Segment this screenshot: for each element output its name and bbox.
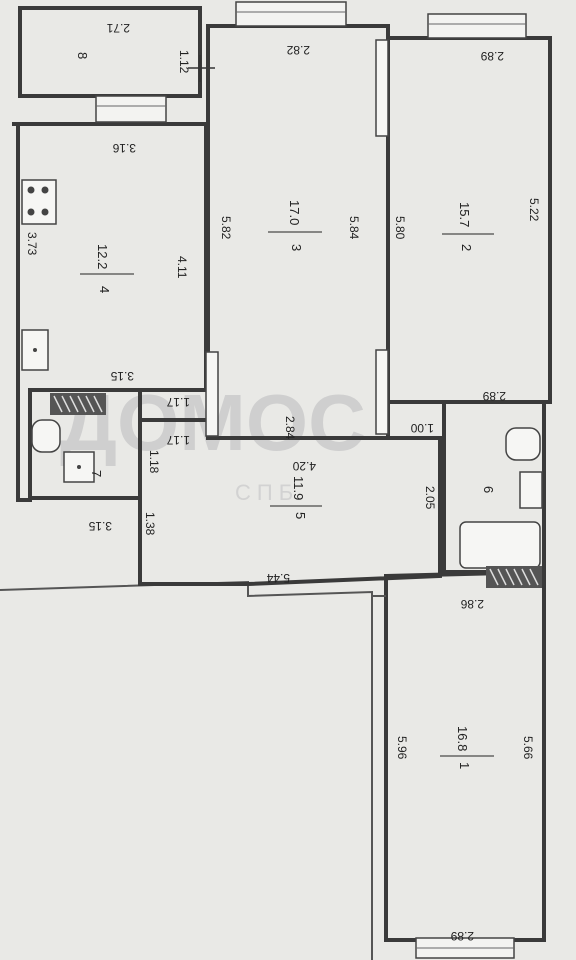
- dim-label: 2.82: [286, 43, 310, 57]
- window-room-8: [95, 95, 167, 123]
- room-4-number: 4: [97, 286, 112, 293]
- dim-label: 1.17: [166, 433, 190, 447]
- dim-label: 2.89: [480, 49, 504, 63]
- toilet-icon: [31, 419, 61, 453]
- dim-label: 2.05: [423, 486, 437, 510]
- dim-label: 5.82: [219, 216, 233, 240]
- dim-label: 2.89: [450, 929, 474, 943]
- dim-label: 1.17: [166, 395, 190, 409]
- dim-label: 5.44: [266, 571, 290, 585]
- dim-label: 3.15: [110, 369, 134, 383]
- dim-label: 1.38: [143, 512, 157, 536]
- dim-label: 4.20: [292, 459, 316, 473]
- dim-label: 3.73: [25, 232, 39, 256]
- dim-label: 1.00: [410, 421, 434, 435]
- door-jamb-room-3: [205, 351, 219, 437]
- room-7-number: 7: [89, 470, 104, 477]
- room-8-number: 8: [75, 52, 90, 59]
- bathtub-icon: [459, 521, 541, 569]
- door-jamb-room-2: [375, 39, 389, 137]
- room-3-area: 17.0: [287, 200, 302, 225]
- door-jamb-room-2-lower: [375, 349, 389, 435]
- dim-label: 1.18: [147, 450, 161, 474]
- room-3-number: 3: [289, 244, 304, 251]
- dim-label: 5.22: [527, 198, 541, 222]
- dim-label: 5.80: [393, 216, 407, 240]
- neighbour-outline: [0, 580, 373, 960]
- bath-sink-icon: [519, 471, 543, 509]
- dim-label: 5.66: [521, 736, 535, 760]
- dim-label: 3.16: [112, 141, 136, 155]
- dim-label: 2.84: [283, 416, 297, 440]
- room-1-number: 1: [457, 762, 472, 769]
- room-2-number: 2: [459, 244, 474, 251]
- room-4-area: 12.2: [95, 244, 110, 269]
- dimension-labels: 2.71 1.12 2.82 2.89 3.16 3.73 4.11 5.82 …: [25, 21, 541, 943]
- dim-label: 5.84: [347, 216, 361, 240]
- dim-label: 1.12: [177, 50, 191, 74]
- window-room-3: [235, 1, 347, 27]
- room-5-area: 11.9: [291, 476, 306, 500]
- dim-label: 2.86: [460, 597, 484, 611]
- dim-label: 2.71: [106, 21, 130, 35]
- room-2-area: 15.7: [457, 202, 472, 227]
- dim-label: 2.89: [482, 389, 506, 403]
- room-1-area: 16.8: [455, 726, 470, 751]
- dim-label: 5.96: [395, 736, 409, 760]
- stove-icon: [21, 179, 57, 225]
- dim-label: 3.15: [88, 519, 112, 533]
- bath-toilet-icon: [505, 427, 541, 461]
- room-6-number: 6: [481, 486, 496, 493]
- dim-label: 4.11: [175, 256, 189, 279]
- window-room-2: [427, 13, 527, 39]
- room-5-number: 5: [293, 512, 308, 519]
- room-labels: 8 17.0 3 15.7 2 12.2 4 7 11.9 5 6 16.8 1: [75, 52, 496, 769]
- watermark-sub: СПБ: [235, 480, 299, 505]
